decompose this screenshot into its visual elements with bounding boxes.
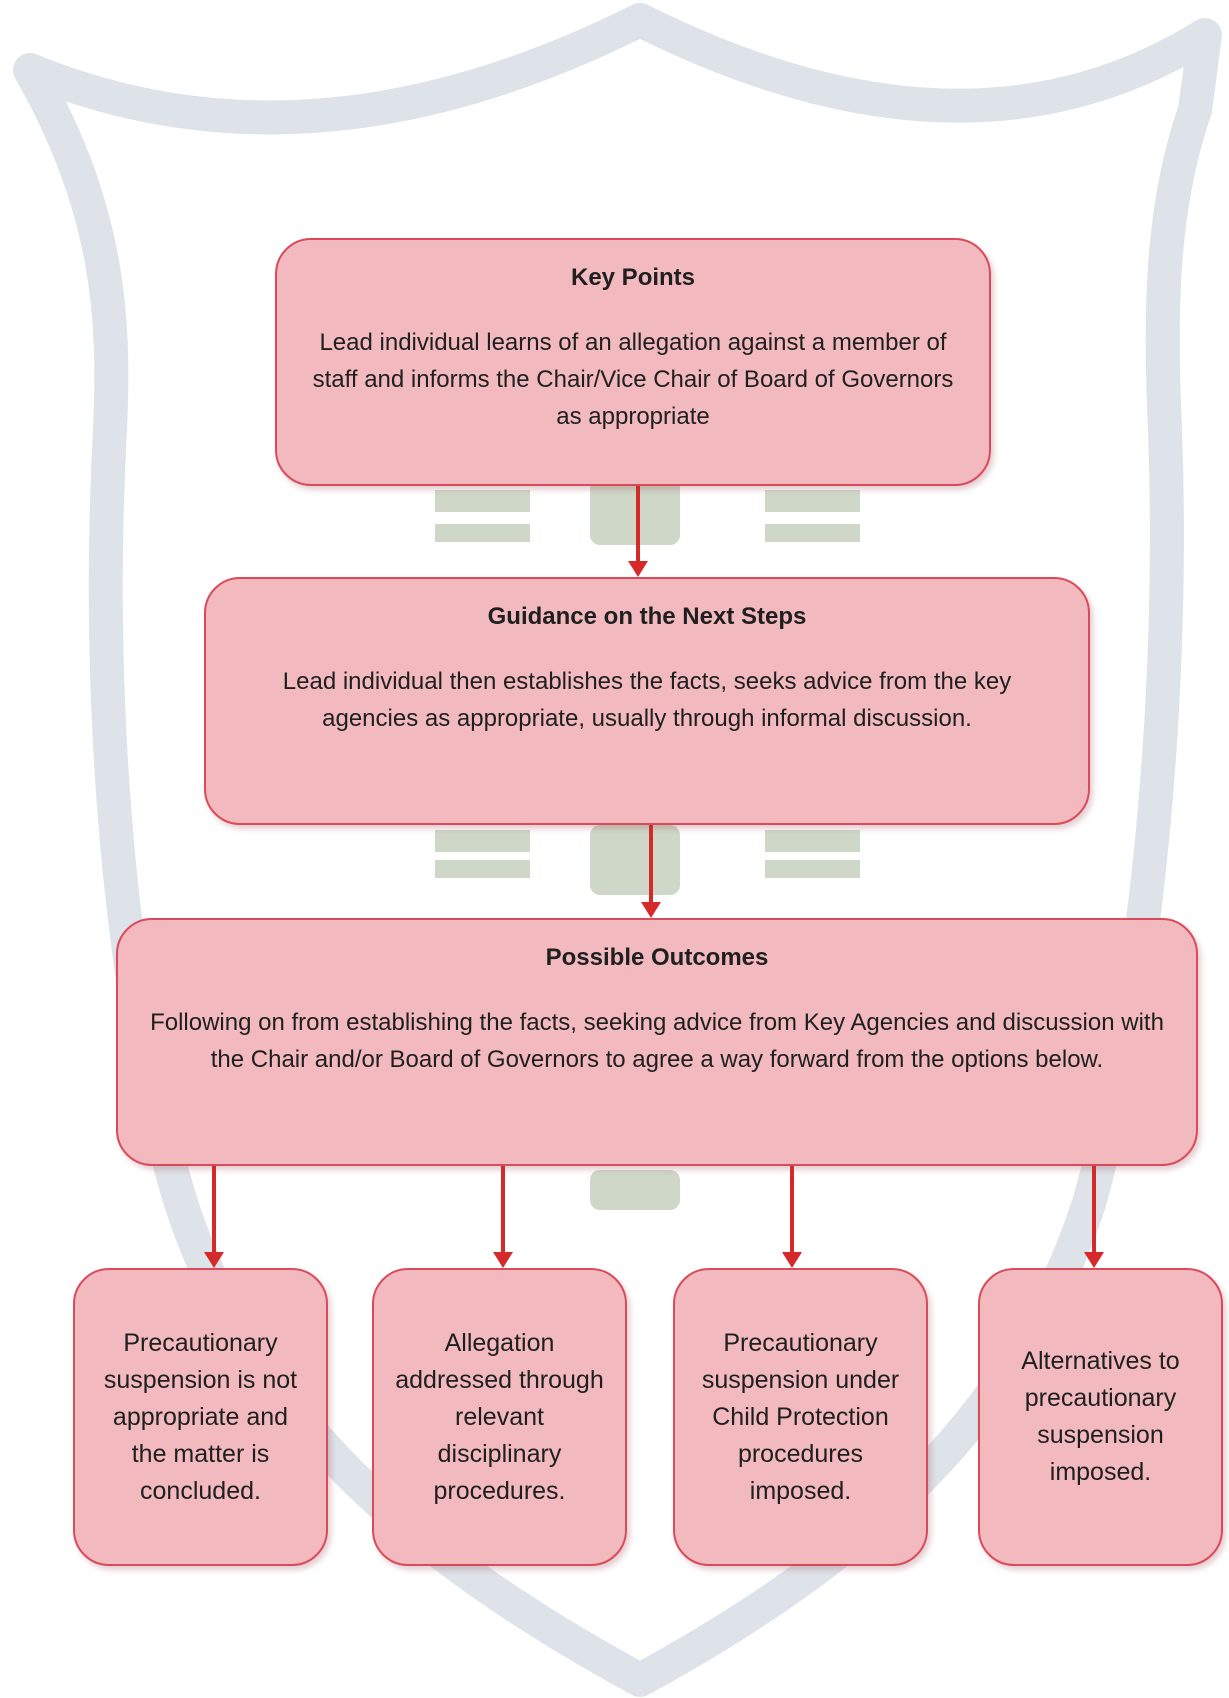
key-points-box: Key Points Lead individual learns of an … <box>275 238 991 486</box>
possible-outcomes-box: Possible Outcomes Following on from esta… <box>116 918 1198 1166</box>
option-disciplinary-text: Allegation addressed through relevant di… <box>395 1328 604 1505</box>
option-disciplinary-box: Allegation addressed through relevant di… <box>372 1268 627 1566</box>
guidance-box: Guidance on the Next Steps Lead individu… <box>204 577 1090 825</box>
option-not-appropriate-box: Precautionary suspension is not appropri… <box>73 1268 328 1566</box>
key-points-text: Lead individual learns of an allegation … <box>312 329 954 430</box>
option-child-protection-text: Precautionary suspension under Child Pro… <box>701 1328 900 1505</box>
possible-outcomes-title: Possible Outcomes <box>545 944 769 971</box>
guidance-title: Guidance on the Next Steps <box>487 603 807 630</box>
option-alternatives-box: Alternatives to precautionary suspension… <box>978 1268 1223 1566</box>
guidance-text: Lead individual then establishes the fac… <box>282 668 1012 732</box>
possible-outcomes-text: Following on from establishing the facts… <box>150 1009 1164 1073</box>
option-not-appropriate-text: Precautionary suspension is not appropri… <box>103 1328 298 1505</box>
option-alternatives-text: Alternatives to precautionary suspension… <box>1021 1347 1180 1486</box>
key-points-title: Key Points <box>570 264 696 291</box>
option-child-protection-box: Precautionary suspension under Child Pro… <box>673 1268 928 1566</box>
